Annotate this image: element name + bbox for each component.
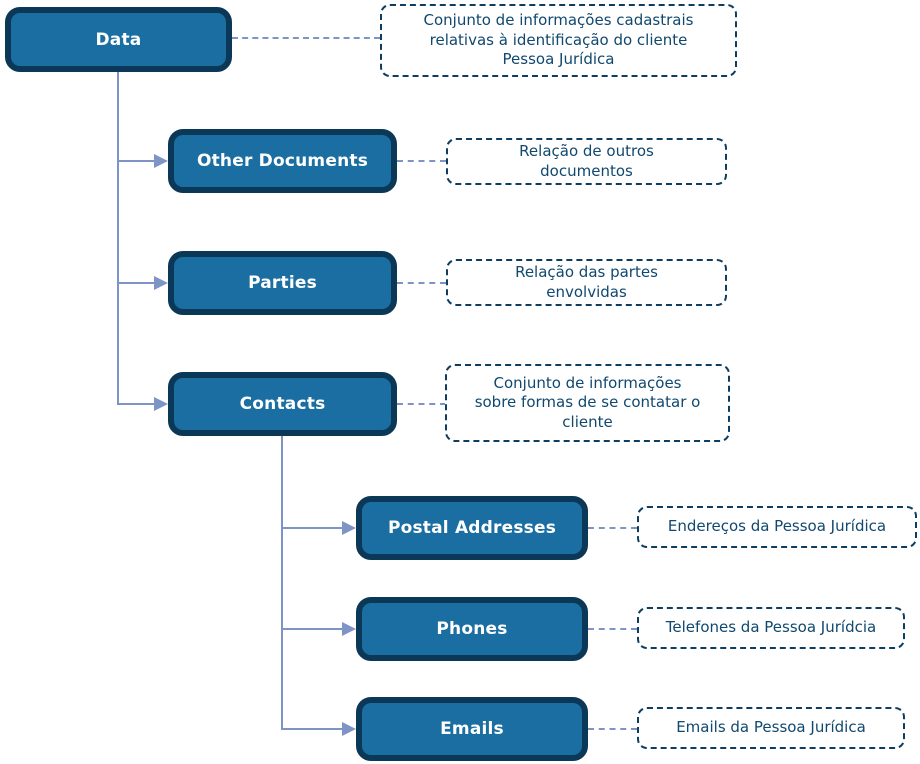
node-contacts[interactable]: Contacts (168, 372, 397, 436)
note-other-documents: Relação de outros documentos (446, 138, 727, 185)
node-other-documents-label: Other Documents (196, 151, 369, 171)
note-contacts-text: Conjunto de informações sobre formas de … (474, 373, 701, 431)
branch-line-other-documents (117, 160, 154, 162)
node-parties[interactable]: Parties (168, 251, 397, 315)
arrow-right-icon (154, 154, 168, 168)
node-contacts-label: Contacts (239, 394, 326, 414)
note-connector-data (232, 37, 380, 39)
node-phones[interactable]: Phones (356, 597, 588, 661)
branch-line-emails (281, 728, 342, 730)
arrow-right-icon (154, 397, 168, 411)
note-phones: Telefones da Pessoa Jurídcia (637, 607, 905, 649)
branch-line-contacts (117, 403, 154, 405)
note-postal-addresses: Endereços da Pessoa Jurídica (637, 506, 917, 548)
note-contacts: Conjunto de informações sobre formas de … (445, 364, 730, 442)
note-connector-other-documents (397, 160, 446, 162)
arrow-right-icon (342, 722, 356, 736)
note-phones-text: Telefones da Pessoa Jurídcia (665, 618, 877, 637)
branch-line-postal-addresses (281, 527, 342, 529)
note-data: Conjunto de informações cadastrais relat… (380, 4, 737, 77)
node-phones-label: Phones (436, 619, 508, 639)
node-data[interactable]: Data (5, 7, 232, 72)
arrow-right-icon (342, 622, 356, 636)
node-parties-label: Parties (248, 273, 317, 293)
note-postal-addresses-text: Endereços da Pessoa Jurídica (667, 517, 887, 536)
node-data-label: Data (95, 29, 142, 50)
note-parties: Relação das partes envolvidas (446, 259, 727, 306)
node-emails[interactable]: Emails (356, 697, 588, 761)
node-other-documents[interactable]: Other Documents (168, 129, 397, 193)
note-connector-parties (397, 282, 446, 284)
node-postal-addresses[interactable]: Postal Addresses (356, 496, 588, 560)
note-connector-phones (588, 628, 637, 630)
note-data-text: Conjunto de informações cadastrais relat… (423, 11, 694, 69)
node-postal-addresses-label: Postal Addresses (387, 518, 557, 538)
note-connector-postal-addresses (588, 527, 637, 529)
node-emails-label: Emails (440, 719, 504, 739)
branch-line-parties (117, 282, 154, 284)
trunk-line-contacts (281, 436, 283, 730)
note-other-documents-text: Relação de outros documentos (519, 142, 654, 180)
branch-line-phones (281, 628, 342, 630)
trunk-line-data (117, 72, 119, 405)
arrow-right-icon (154, 276, 168, 290)
note-parties-text: Relação das partes envolvidas (515, 263, 658, 301)
arrow-right-icon (342, 521, 356, 535)
note-emails-text: Emails da Pessoa Jurídica (676, 718, 866, 737)
note-connector-emails (588, 728, 637, 730)
note-emails: Emails da Pessoa Jurídica (637, 707, 905, 749)
note-connector-contacts (397, 403, 446, 405)
